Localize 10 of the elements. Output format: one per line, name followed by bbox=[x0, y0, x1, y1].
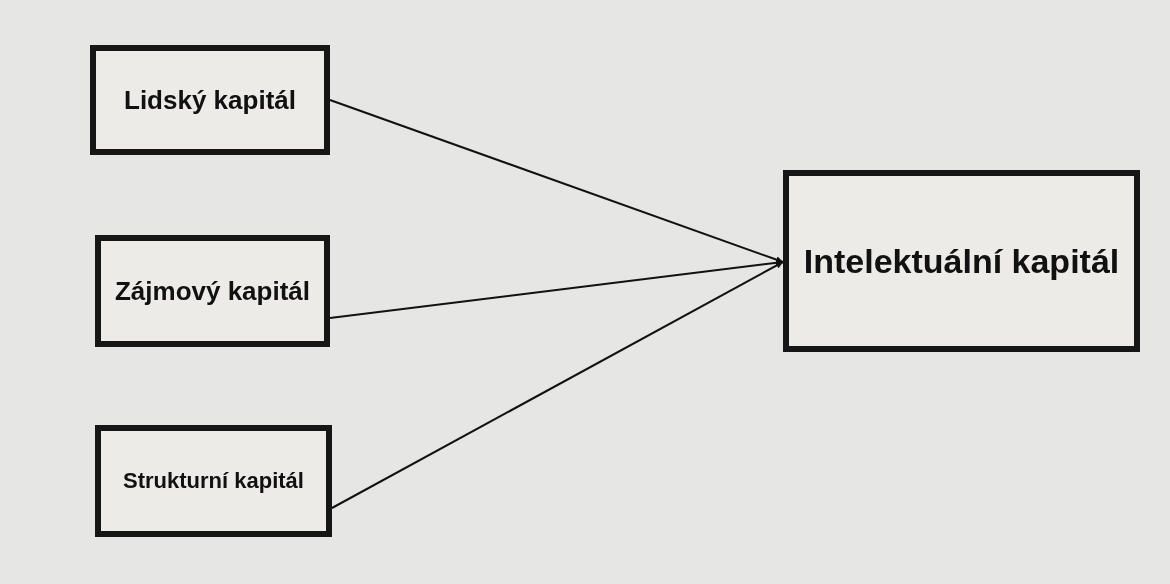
box-label: Intelektuální kapitál bbox=[803, 240, 1120, 282]
concept-box bbox=[90, 45, 330, 155]
arrow bbox=[331, 261, 784, 509]
concept-box bbox=[783, 170, 1140, 352]
concept-box bbox=[95, 425, 332, 537]
arrow bbox=[329, 99, 784, 263]
box-label: Zájmový kapitál bbox=[114, 274, 311, 308]
box-label: Lidský kapitál bbox=[124, 83, 296, 117]
box-label: Strukturní kapitál bbox=[123, 466, 304, 495]
concept-box bbox=[95, 235, 330, 347]
